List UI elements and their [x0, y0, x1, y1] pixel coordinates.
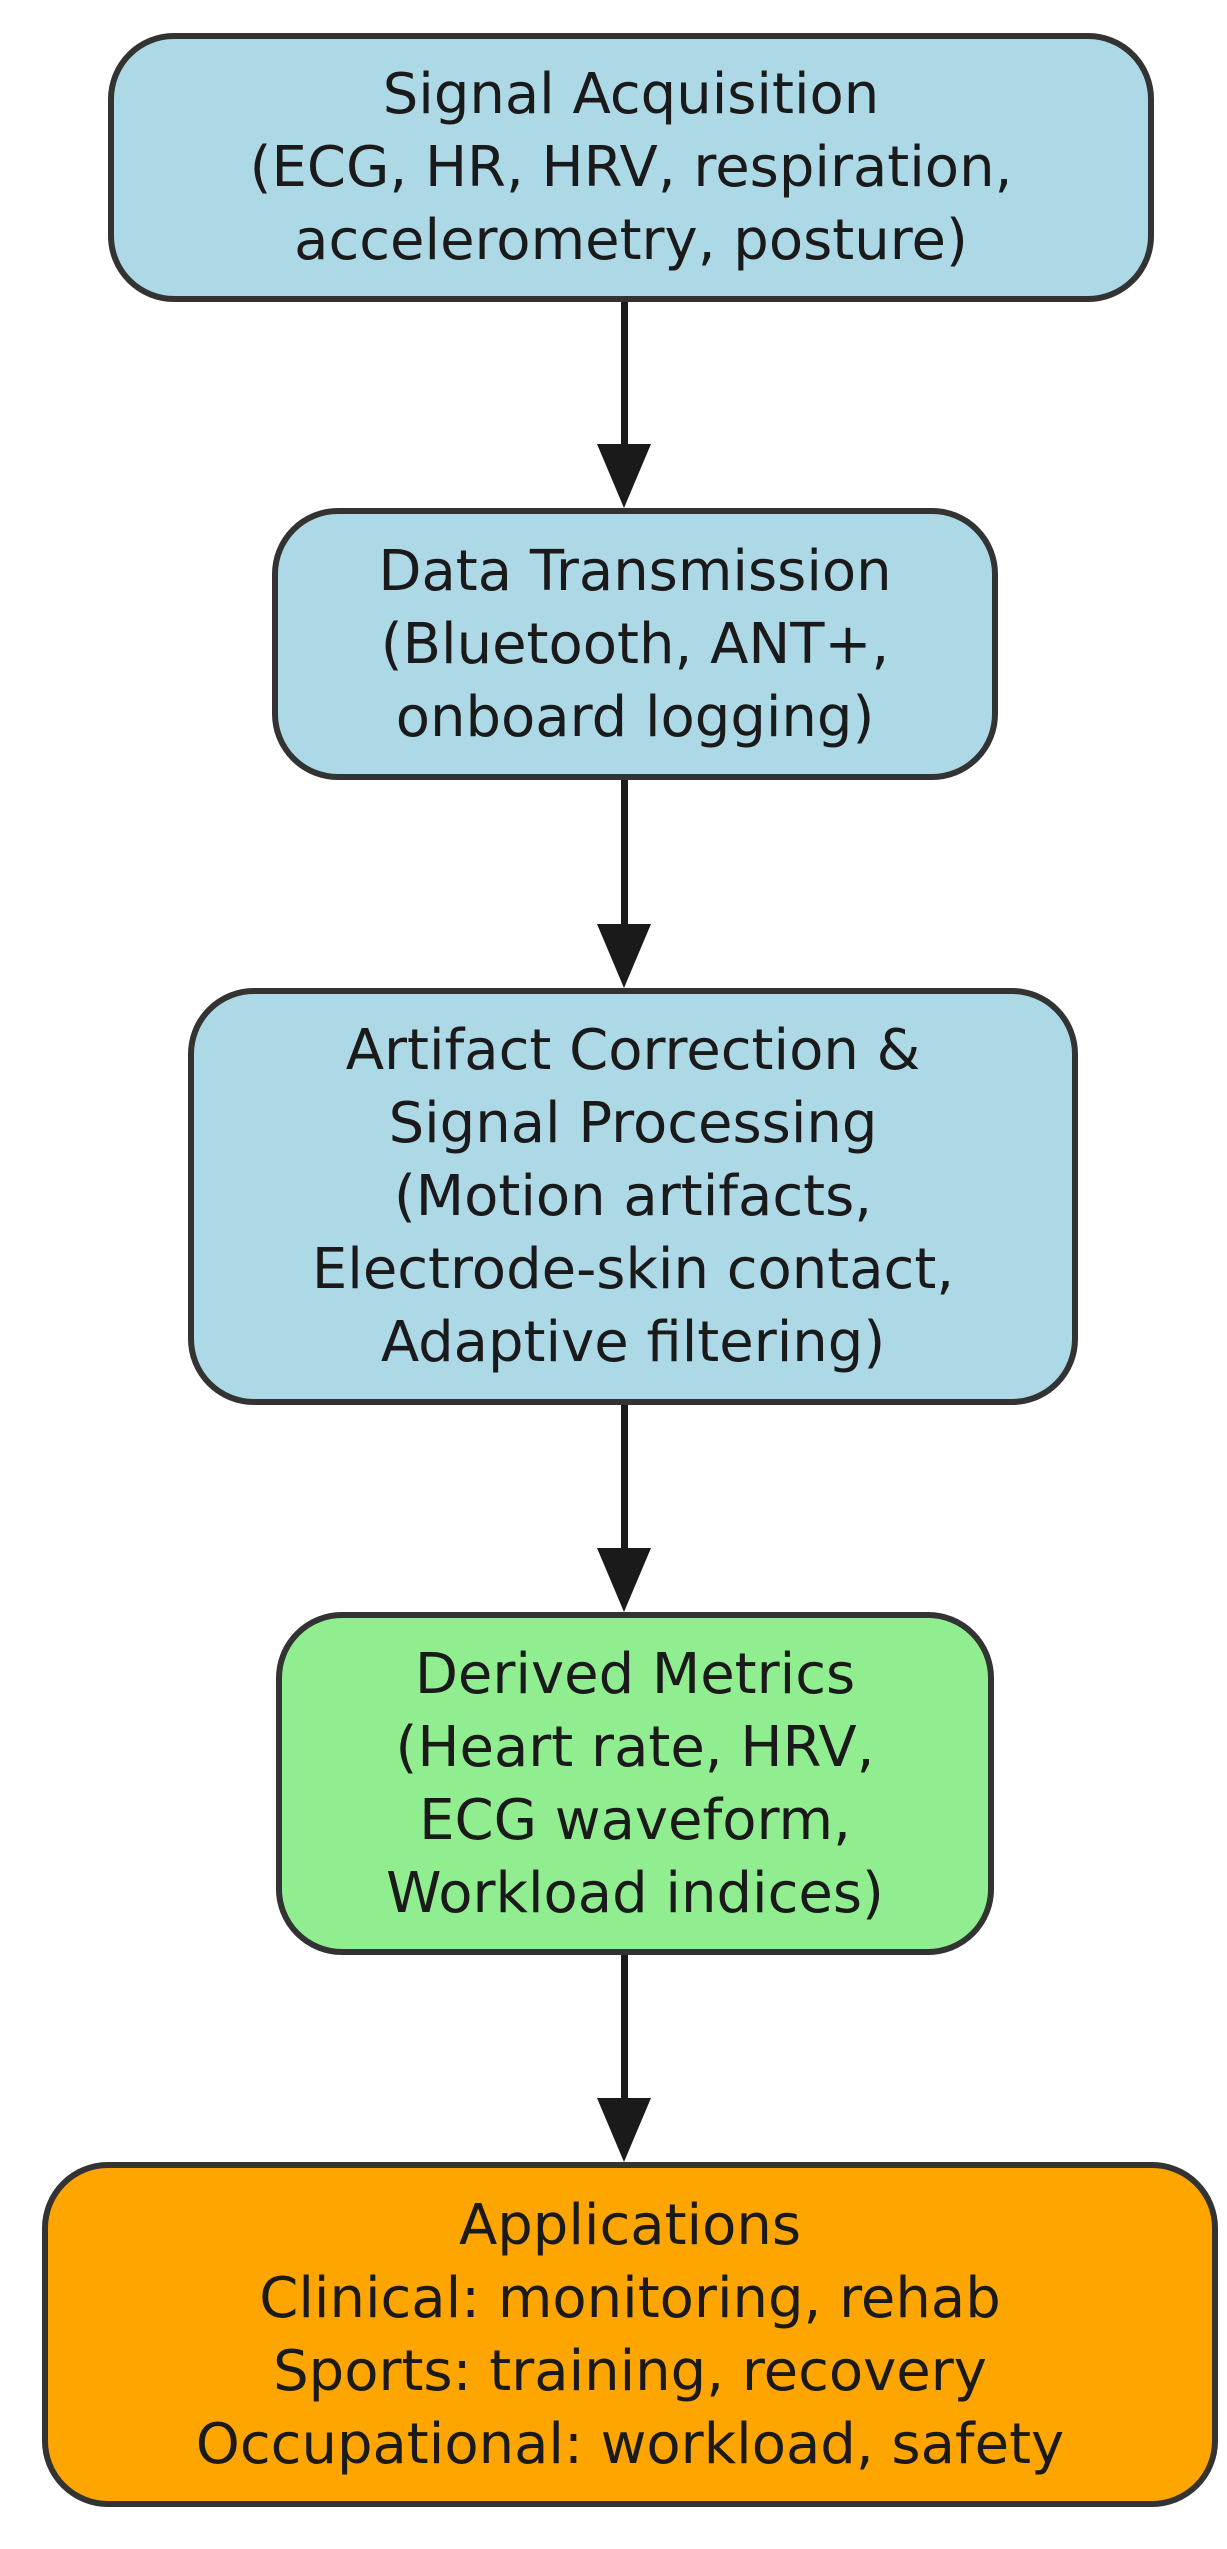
flow-arrow-1	[597, 302, 651, 508]
arrow-shaft	[620, 780, 628, 924]
arrowhead-icon	[597, 2098, 651, 2162]
arrowhead-icon	[597, 924, 651, 988]
arrow-shaft	[620, 1955, 628, 2098]
arrow-shaft	[620, 302, 628, 444]
arrowhead-icon	[597, 1548, 651, 1612]
node-derived-metrics: Derived Metrics (Heart rate, HRV, ECG wa…	[276, 1612, 994, 1955]
node-artifact-correction: Artifact Correction & Signal Processing …	[188, 988, 1078, 1405]
flow-arrow-4	[597, 1955, 651, 2162]
arrowhead-icon	[597, 444, 651, 508]
node-signal-acquisition: Signal Acquisition (ECG, HR, HRV, respir…	[108, 33, 1154, 302]
flow-arrow-2	[597, 780, 651, 988]
arrow-shaft	[620, 1405, 628, 1548]
node-data-transmission: Data Transmission (Bluetooth, ANT+, onbo…	[272, 508, 998, 780]
flow-arrow-3	[597, 1405, 651, 1612]
node-applications: Applications Clinical: monitoring, rehab…	[42, 2162, 1218, 2507]
